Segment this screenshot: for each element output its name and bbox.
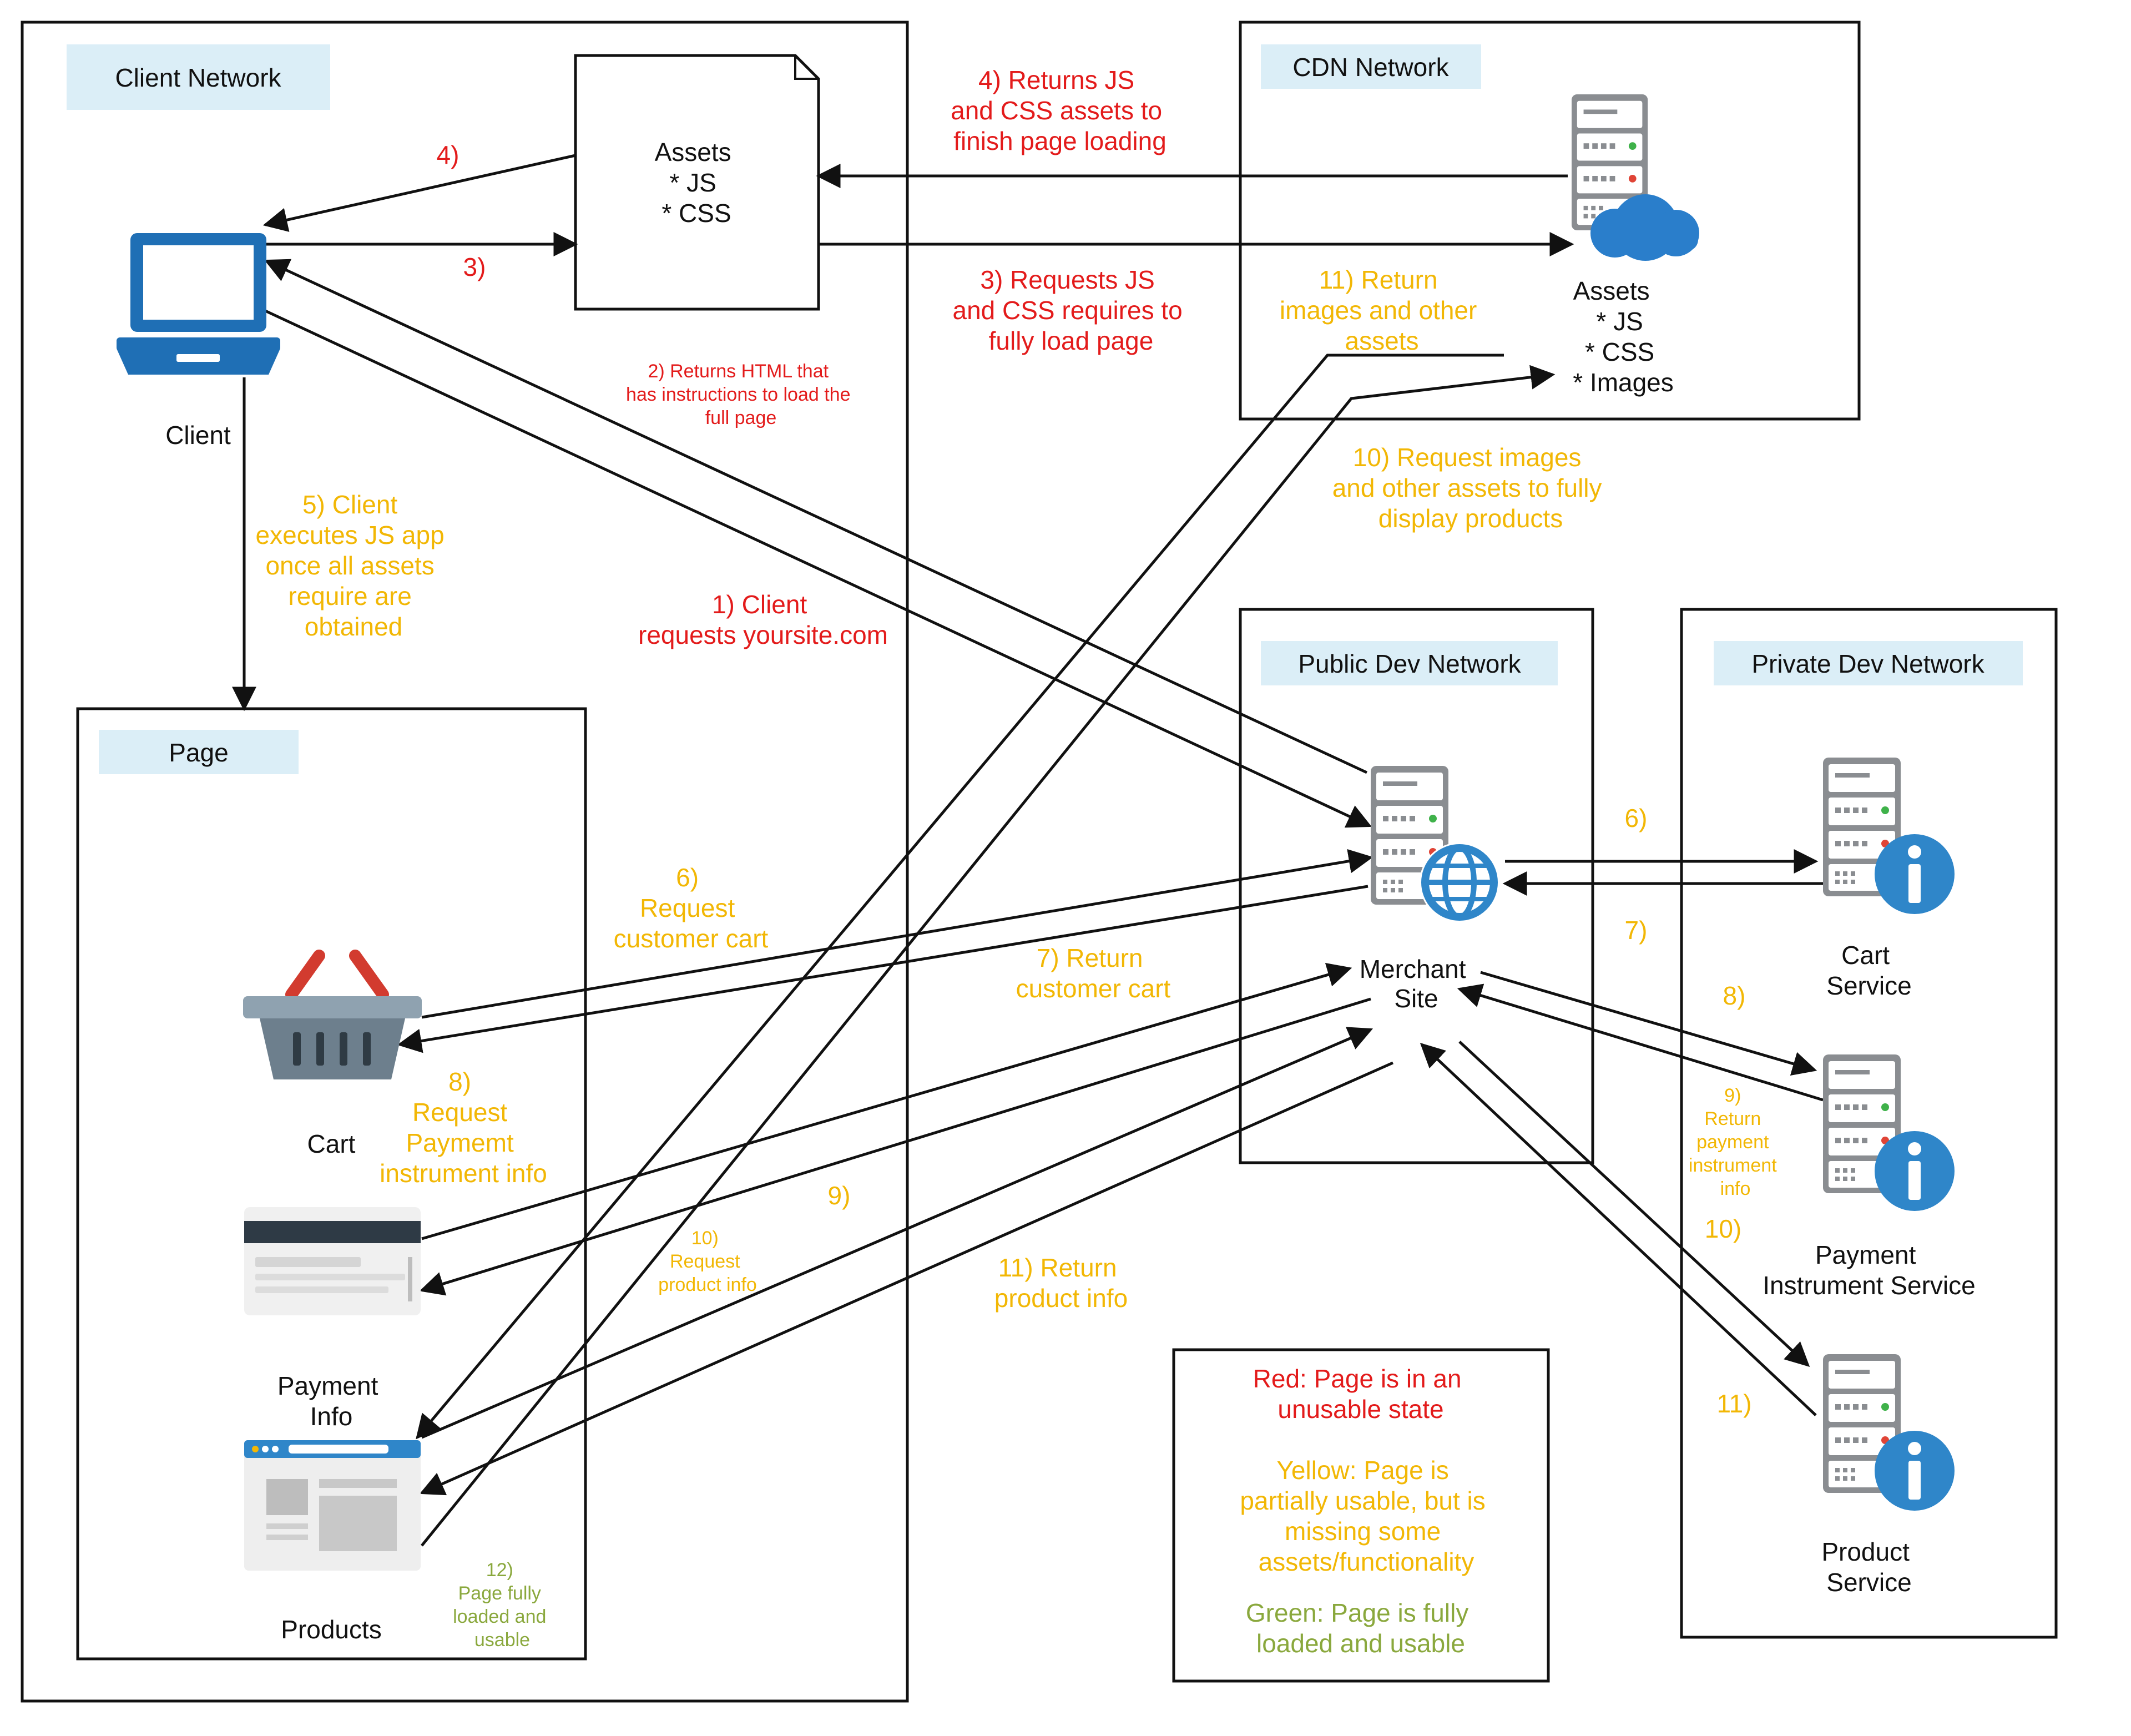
client-network-boundary (21, 21, 909, 1703)
arrow-9-merchant-to-payment (419, 997, 1371, 1296)
globe-icon (1420, 842, 1499, 922)
step-6-left-label: 6) Request customer cart (614, 863, 769, 953)
step-10-left-label: 10) Request product info (658, 1228, 757, 1295)
arrow-1-client-to-merchant (264, 309, 1372, 828)
cart-basket-icon (243, 950, 422, 1079)
step-2-label: 2) Returns HTML that has instructions to… (626, 361, 856, 428)
cdn-network-boundary (1239, 21, 1861, 421)
payment-service-server-icon (1823, 1054, 1955, 1211)
step-3-label: 3) Requests JS and CSS requires to fully… (952, 265, 1189, 355)
cloud-icon (1590, 194, 1699, 261)
cdn-network-panel (1261, 44, 1481, 89)
payment-card-icon (244, 1207, 421, 1315)
step-11-right-label: 11) (1716, 1389, 1751, 1418)
arrows (232, 154, 1824, 1547)
product-service-server-icon (1823, 1354, 1955, 1511)
assets-document-icon (574, 54, 820, 311)
arrow-4-assets-to-client (262, 154, 576, 232)
step-8-left-label: 8) Request Paymemt instrument info (380, 1067, 547, 1188)
payment-info-label: Payment Info (277, 1371, 385, 1431)
cart-service-server-icon (1823, 758, 1955, 914)
private-dev-network-title: Private Dev Network (1751, 649, 1984, 678)
arrow-8-payment-to-merchant (421, 962, 1352, 1240)
private-dev-network-panel (1714, 641, 2023, 685)
product-service-label: Product Service (1821, 1537, 1916, 1597)
step-10-cdn-label: 10) Request images and other assets to f… (1332, 443, 1609, 533)
step-7-right-label: 7) (1625, 916, 1648, 945)
page-panel (99, 730, 299, 774)
arrow-11-product-service-to-merchant (1420, 1042, 1817, 1416)
private-dev-network-boundary (1680, 608, 2058, 1639)
public-dev-network-panel (1261, 641, 1558, 685)
public-dev-network-boundary (1239, 608, 1594, 1164)
step-5-label: 5) Client executes JS app once all asset… (256, 490, 452, 641)
arrow-10-products-to-merchant (421, 1027, 1373, 1439)
arrow-7-merchant-to-cart (397, 885, 1369, 1053)
client-label: Client (165, 421, 231, 450)
legend-red: Red: Page is in an unusable state (1253, 1364, 1469, 1424)
merchant-site-label: Merchant Site (1360, 955, 1473, 1013)
step-9-left-label: 9) (828, 1181, 851, 1210)
step-1-label: 1) Client requests yoursite.com (638, 590, 888, 649)
legend-yellow: Yellow: Page is partially usable, but is… (1240, 1456, 1492, 1576)
step-8-right-label: 8) (1723, 981, 1746, 1010)
step-9-right-label: 9) Return payment instrument info (1689, 1085, 1782, 1199)
step-6-right-label: 6) (1625, 804, 1648, 832)
client-network-panel (67, 44, 330, 110)
payment-instrument-service-label: Payment Instrument Service (1763, 1240, 1975, 1300)
step-3-short-label: 3) (463, 253, 486, 281)
step-4-short-label: 4) (437, 140, 459, 169)
step-11-left-label: 11) Return product info (994, 1253, 1128, 1313)
laptop-icon (117, 233, 280, 375)
cdn-network-title: CDN Network (1292, 53, 1449, 82)
cdn-assets-label: Assets * JS * CSS * Images (1573, 276, 1674, 397)
step-12-label: 12) Page fully loaded and usable (453, 1560, 552, 1651)
page-title: Page (169, 738, 228, 767)
legend-box (1172, 1348, 1550, 1683)
arrow-9-payment-service-to-merchant (1457, 983, 1824, 1102)
arrow-10-products-to-cdn (421, 365, 1556, 1547)
arrow-11-merchant-to-products (419, 1061, 1394, 1496)
step-4-label: 4) Returns JS and CSS assets to finish p… (951, 65, 1169, 155)
client-network-title: Client Network (115, 63, 281, 92)
arrow-10-merchant-to-product-service (1458, 1041, 1810, 1367)
assets-label: Assets * JS * CSS (655, 138, 739, 228)
arrow-8-merchant-to-payment-service (1480, 971, 1817, 1076)
public-dev-network-title: Public Dev Network (1298, 649, 1521, 678)
products-label: Products (281, 1615, 382, 1644)
page-boundary (76, 707, 587, 1661)
step-7-left-label: 7) Return customer cart (1016, 943, 1171, 1003)
arrow-6-cart-to-merchant (421, 849, 1373, 1019)
arrow-2-merchant-to-client (264, 259, 1368, 774)
arrow-11-cdn-to-products (416, 354, 1504, 1440)
step-10-right-label: 10) (1705, 1214, 1741, 1243)
step-11-cdn-label: 11) Return images and other assets (1280, 265, 1484, 355)
cart-label: Cart (307, 1129, 356, 1158)
products-webpage-icon (244, 1440, 421, 1571)
cart-service-label: Cart Service (1826, 941, 1911, 1000)
legend-green: Green: Page is fully loaded and usable (1246, 1598, 1476, 1658)
